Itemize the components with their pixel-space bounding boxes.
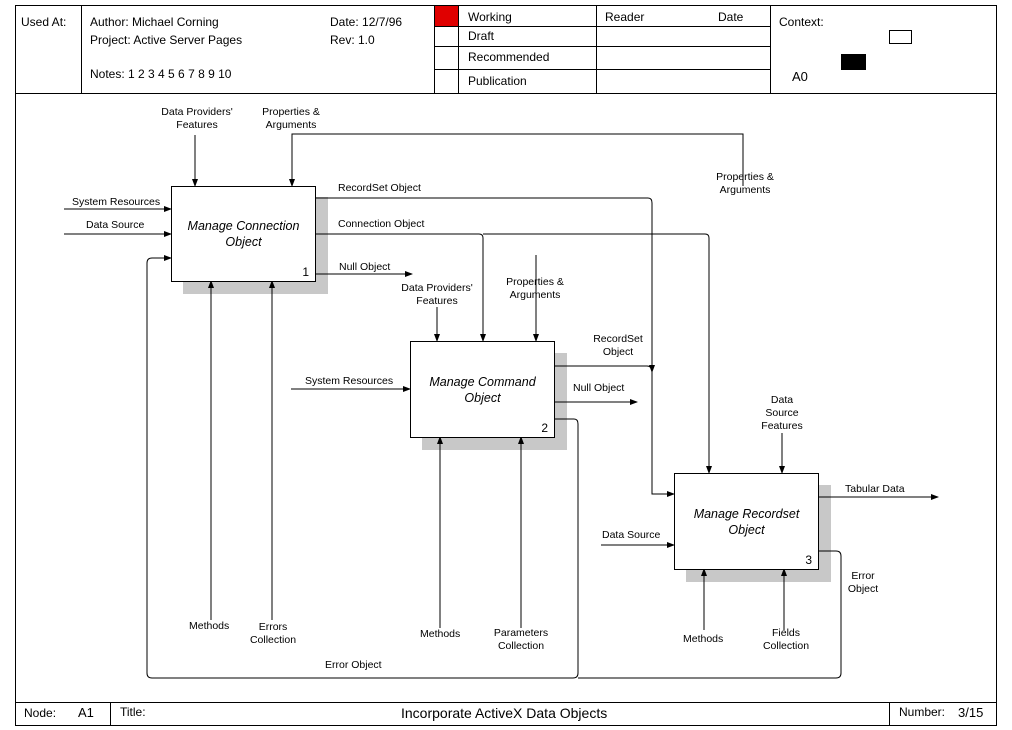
arrow-label: Errors Collection: [249, 621, 297, 646]
header-col-line: [596, 5, 597, 93]
status-recommended[interactable]: Recommended: [468, 50, 550, 64]
status-working-marker: [435, 6, 458, 26]
project-text: Project: Active Server Pages: [90, 33, 243, 47]
date-text: Date: 12/7/96: [330, 15, 403, 29]
arrow-label: Tabular Data: [845, 483, 905, 495]
arrow-label: Methods: [420, 628, 461, 640]
status-working[interactable]: Working: [468, 10, 512, 24]
arrow-label: Data Source: [86, 219, 145, 231]
arrow-label: Error Object: [847, 570, 879, 595]
arrow-label: Fields Collection: [762, 627, 810, 652]
process-box-3[interactable]: Manage Recordset Object 3: [674, 473, 819, 570]
status-draft[interactable]: Draft: [468, 29, 495, 43]
notes-text: Notes: 1 2 3 4 5 6 7 8 9 10: [90, 67, 232, 81]
arrow-label: Data Source: [602, 529, 661, 541]
header-col-line: [81, 5, 82, 93]
status-row-line: [434, 69, 770, 70]
process-box-number: 1: [302, 265, 309, 279]
used-at-label: Used At:: [21, 15, 67, 29]
author-text: Author: Michael Corning: [90, 15, 219, 29]
arrow-label: Data Providers' Features: [161, 106, 233, 131]
process-box-2[interactable]: Manage Command Object 2: [410, 341, 555, 438]
arrow-label: Data Providers' Features: [401, 282, 473, 307]
number-value: 3/15: [958, 705, 984, 720]
status-row-line: [434, 26, 770, 27]
number-label: Number:: [899, 705, 946, 719]
context-node: A0: [792, 69, 808, 84]
node-value: A1: [78, 705, 94, 720]
reader-label: Reader: [605, 10, 645, 24]
arrow-label: System Resources: [72, 196, 161, 208]
arrow-label: Connection Object: [338, 218, 425, 230]
header-col-line: [458, 5, 459, 93]
footer-divider: [15, 702, 997, 703]
date-column-label: Date: [718, 10, 744, 24]
diagram-frame: [15, 5, 997, 726]
status-row-line: [434, 46, 770, 47]
arrow-label: RecordSet Object: [338, 182, 421, 194]
process-box-label: Manage Command Object: [429, 374, 536, 405]
arrow-label: Properties & Arguments: [262, 106, 320, 131]
arrow-label: Properties & Arguments: [716, 171, 774, 196]
header-col-line: [770, 5, 771, 93]
diagram-title: Incorporate ActiveX Data Objects: [401, 705, 608, 721]
process-box-label: Manage Connection Object: [187, 219, 300, 249]
status-publication[interactable]: Publication: [468, 74, 527, 88]
arrow-label: Methods: [189, 620, 230, 632]
rev-text: Rev: 1.0: [330, 33, 375, 47]
arrow-label: Null Object: [573, 382, 625, 394]
arrow-label: Data Source Features: [761, 394, 803, 432]
arrow-label: RecordSet Object: [593, 333, 643, 358]
arrow-label: Null Object: [339, 261, 391, 273]
title-label: Title:: [120, 705, 146, 719]
process-box-1[interactable]: Manage Connection Object 1: [171, 186, 316, 282]
footer-col-line: [889, 702, 890, 726]
node-label: Node:: [24, 706, 57, 720]
context-label: Context:: [779, 15, 824, 29]
context-filled-box: [841, 54, 866, 70]
arrow-label: Error Object: [325, 659, 382, 671]
header-col-line: [434, 5, 435, 93]
arrow-label: Methods: [683, 633, 724, 645]
arrow-label: Parameters Collection: [493, 627, 549, 652]
process-box-label: Manage Recordset Object: [693, 506, 800, 537]
process-box-number: 2: [541, 421, 548, 435]
header-divider: [15, 93, 997, 94]
process-box-number: 3: [805, 553, 812, 567]
context-empty-box: [889, 30, 912, 44]
arrow-label: Properties & Arguments: [506, 276, 564, 301]
arrow-label: System Resources: [305, 375, 394, 387]
footer-col-line: [110, 702, 111, 726]
